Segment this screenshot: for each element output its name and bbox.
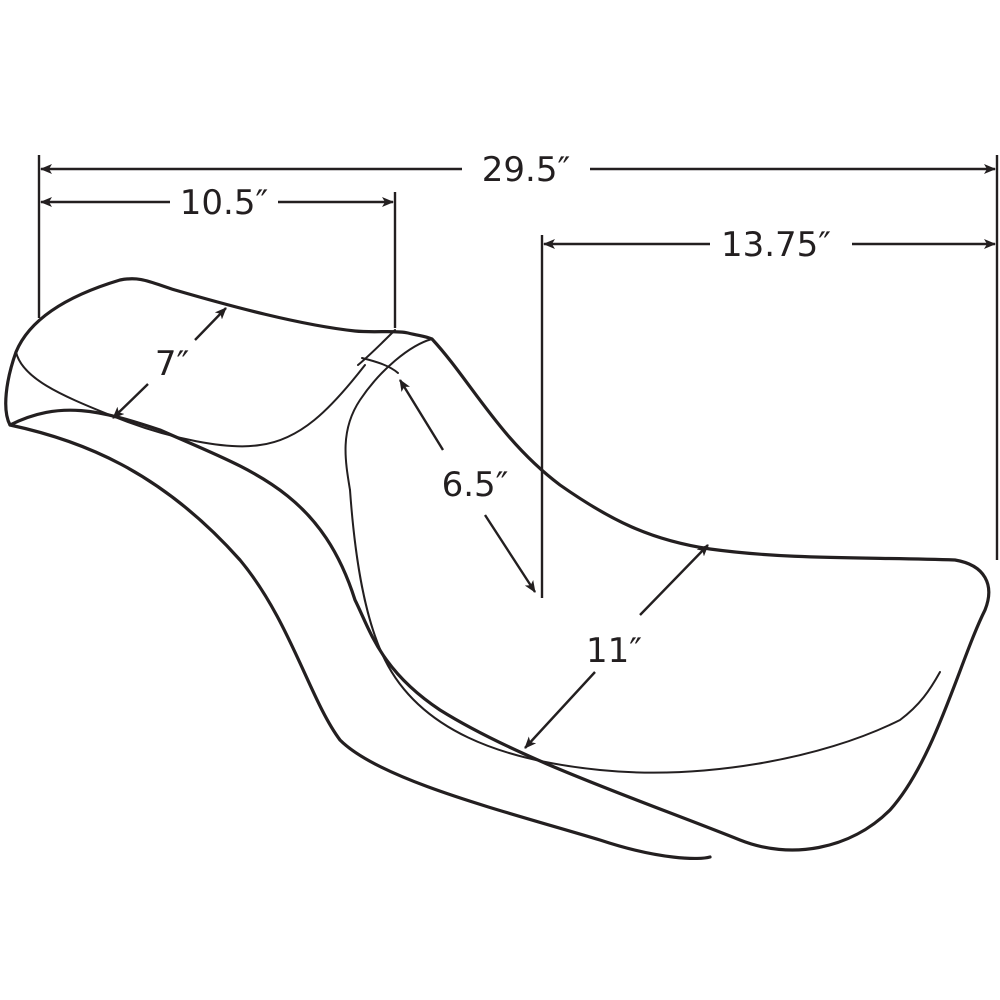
seat-outline bbox=[4, 277, 991, 861]
rider-length-label: 13.75″ bbox=[721, 225, 831, 265]
dimension-passenger-width: 7″ bbox=[112, 307, 227, 419]
dimension-waist-width: 6.5″ bbox=[398, 379, 537, 593]
passenger-width-label: 7″ bbox=[155, 344, 189, 384]
dimension-overall-length: 29.5″ bbox=[40, 150, 996, 190]
overall-length-label: 29.5″ bbox=[482, 150, 570, 190]
dimension-passenger-length: 10.5″ bbox=[40, 183, 394, 223]
rider-width-label: 11″ bbox=[586, 631, 642, 671]
dimension-rider-width: 11″ bbox=[524, 544, 709, 749]
extension-lines bbox=[37, 155, 999, 598]
passenger-length-label: 10.5″ bbox=[180, 183, 268, 223]
waist-width-label: 6.5″ bbox=[442, 465, 509, 505]
dimension-rider-length: 13.75″ bbox=[543, 225, 996, 265]
